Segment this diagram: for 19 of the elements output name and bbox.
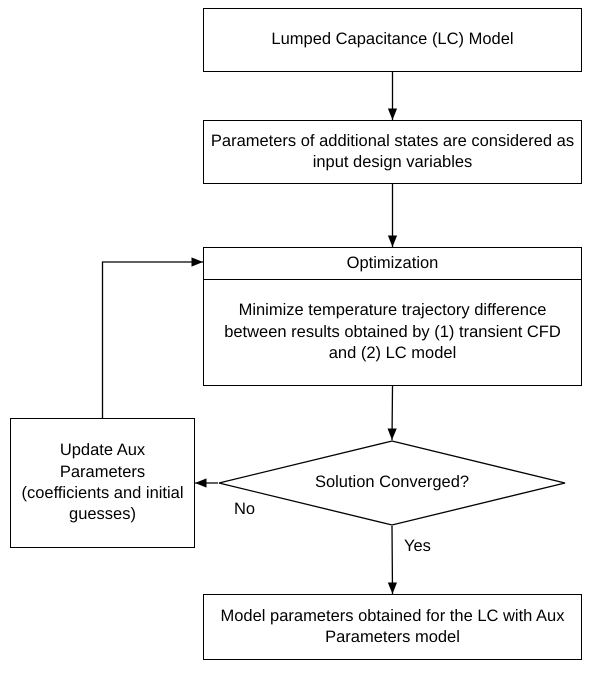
- arrow: [388, 184, 398, 247]
- box-text: Lumped Capacitance (LC) Model: [270, 29, 515, 50]
- box-text: Minimize temperature trajectory difference between results obtained by (1) transient CFD and (2) LC model: [223, 300, 562, 364]
- box-heading: Optimization: [346, 252, 440, 274]
- arrow: [388, 72, 398, 120]
- process-box: [203, 594, 582, 660]
- box-text: Update Aux Parameters (coefficients and initial guesses): [20, 440, 185, 526]
- process-box: [203, 120, 582, 184]
- box-text: Parameters of additional states are considered as input design variables: [210, 130, 576, 173]
- process-box: [203, 8, 582, 72]
- box-text: Model parameters obtained for the LC with Aux Parameters model: [220, 606, 566, 648]
- arrow: [102, 257, 203, 418]
- arrow: [388, 526, 398, 594]
- process-box: [10, 418, 195, 548]
- decision-diamond: [218, 440, 566, 526]
- arrow: [195, 478, 218, 488]
- process-box: [203, 247, 582, 386]
- arrow: [387, 386, 397, 440]
- box-text: Solution Converged?: [314, 472, 470, 494]
